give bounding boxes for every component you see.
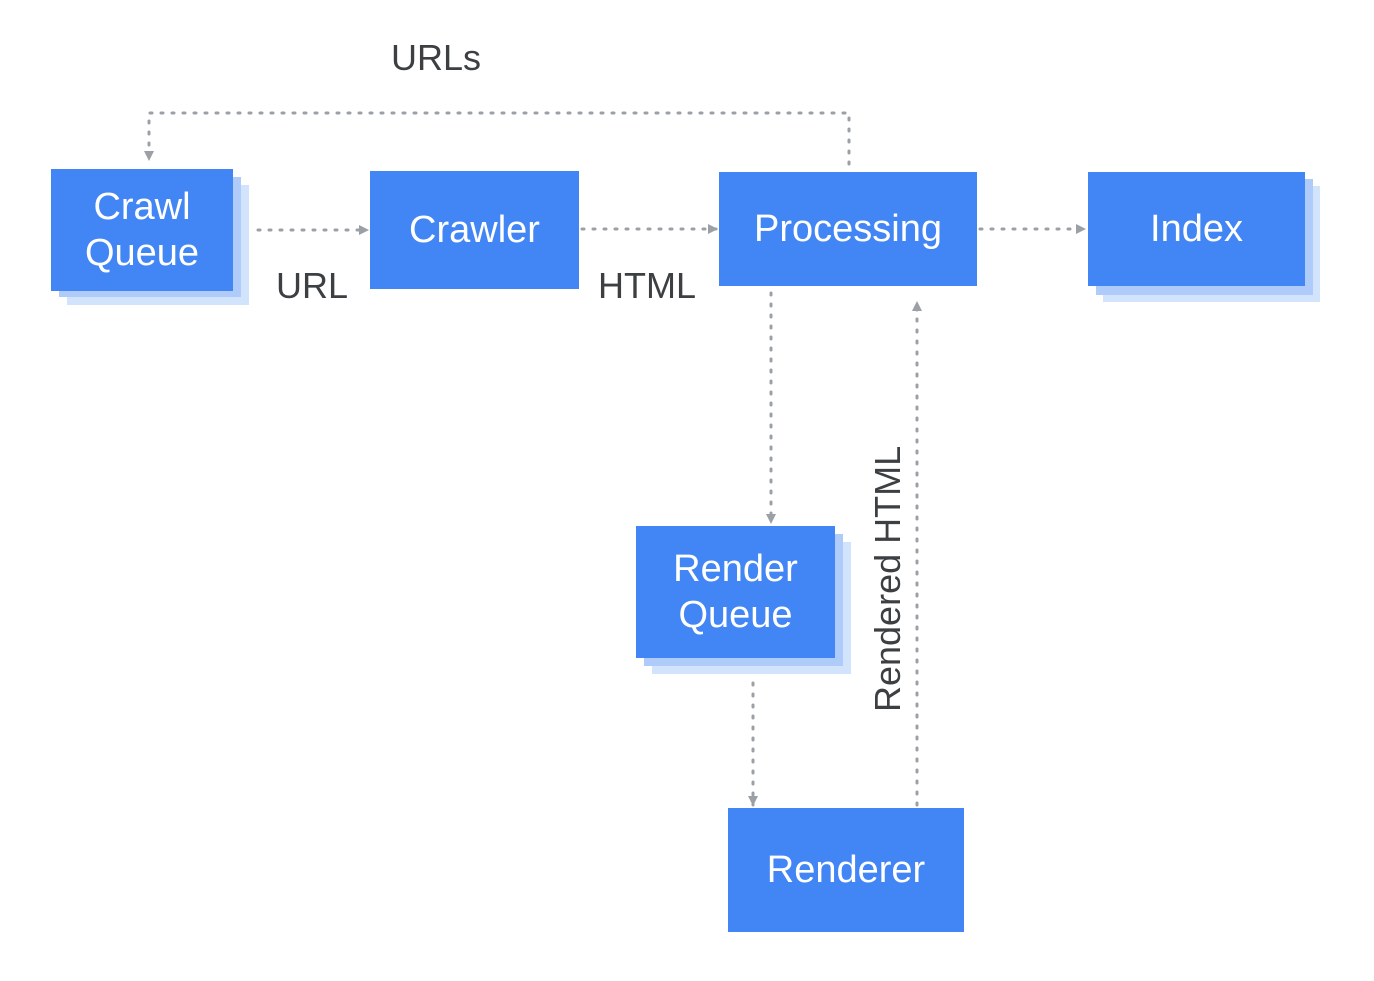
edge-processing-to-crawl-queue bbox=[144, 111, 851, 166]
edge-label-urls: URLs bbox=[391, 37, 482, 78]
edge-label-rendered-html: Rendered HTML bbox=[867, 445, 908, 712]
node-crawl-queue[interactable]: Crawl Queue bbox=[51, 169, 233, 291]
node-render-queue[interactable]: Render Queue bbox=[636, 526, 835, 658]
node-renderer[interactable]: Renderer bbox=[728, 808, 964, 932]
node-index[interactable]: Index bbox=[1088, 172, 1305, 286]
node-crawler[interactable]: Crawler bbox=[370, 171, 579, 289]
node-processing[interactable]: Processing bbox=[719, 172, 977, 286]
edge-label-html: HTML bbox=[598, 265, 696, 306]
edge-label-url: URL bbox=[276, 265, 349, 306]
